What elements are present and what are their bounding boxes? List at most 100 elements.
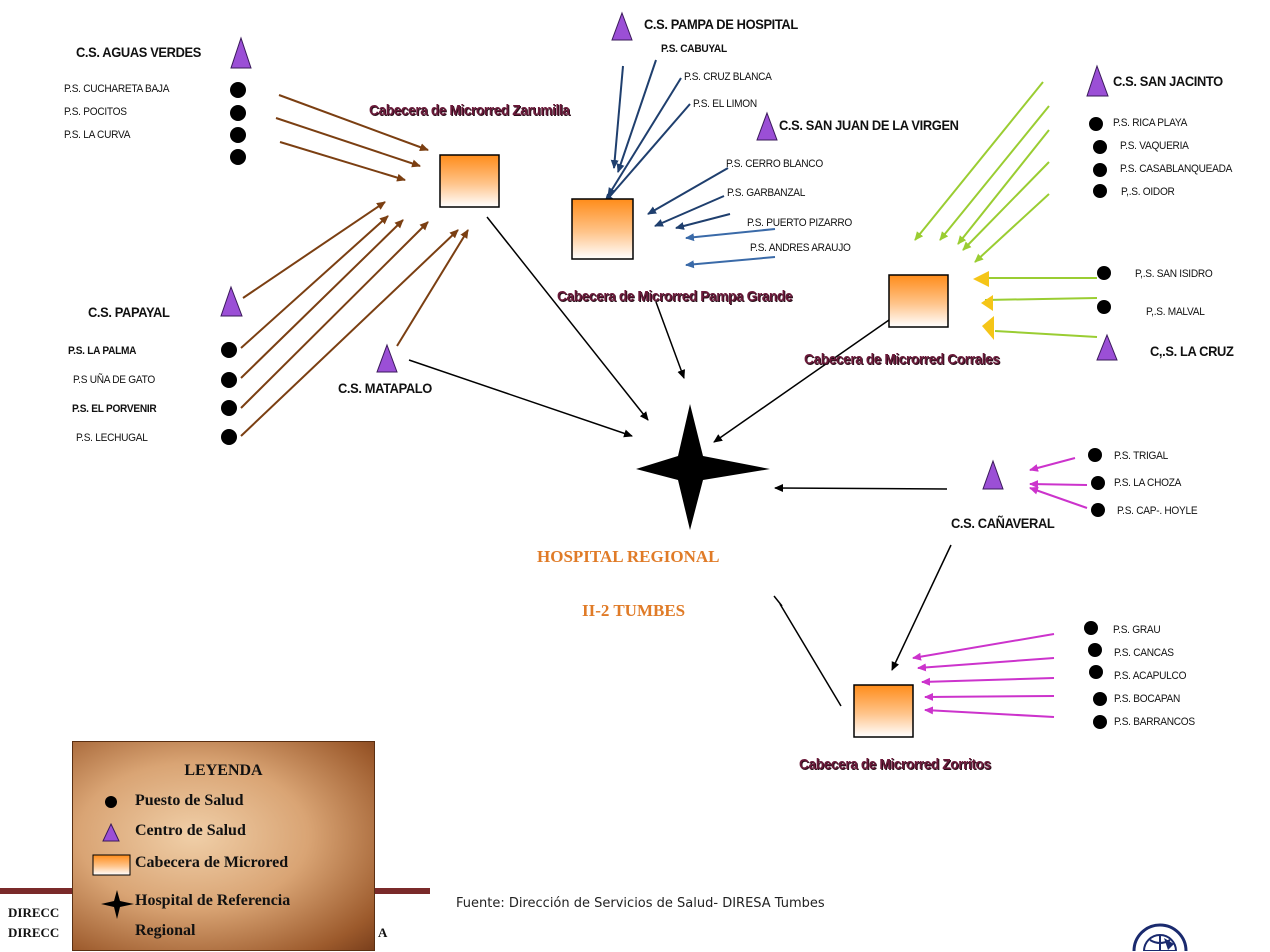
legend-star-icon <box>101 890 134 919</box>
zarumilla-arrows <box>240 94 469 437</box>
legend-centro: Centro de Salud <box>135 822 246 839</box>
cabecera-corrales-box <box>888 274 949 328</box>
hospital-arrows <box>408 216 952 707</box>
dot-icon <box>1093 140 1107 154</box>
ps-el-limon-label: P.S. EL LIMON <box>693 98 757 110</box>
dot-icon <box>1089 665 1103 679</box>
dot-icon <box>1091 503 1105 517</box>
cabecera-zarumilla-box <box>439 154 500 208</box>
dot-icon <box>1088 448 1102 462</box>
ps-cabuyal-label: P.S. CABUYAL <box>661 43 727 55</box>
cs-canaveral-label: C.S. CAÑAVERAL <box>951 515 1055 531</box>
ps-oidor-label: P,.S. OIDOR <box>1121 186 1175 198</box>
cabecera-zorritos-box <box>853 684 914 738</box>
triangles <box>220 11 1118 490</box>
dot-icon <box>230 127 246 143</box>
triangle-icon <box>220 285 243 317</box>
pampa-blue-arrows <box>685 228 776 269</box>
ps-cerro-blanco-label: P.S. CERRO BLANCO <box>726 158 823 170</box>
cabecera-pampa-box <box>571 198 634 260</box>
ps-cuchareta-baja-label: P.S. CUCHARETA BAJA <box>64 83 170 95</box>
ps-la-curva-label: P.S. LA CURVA <box>64 129 131 141</box>
cabecera-corrales-title: Cabecera de Microrred Corrales <box>804 351 1000 368</box>
ps-acapulco-label: P.S. ACAPULCO <box>1114 670 1187 682</box>
legend: LEYENDA Puesto de Salud Centro de Salud … <box>72 741 375 951</box>
hospital-title-line2: II-2 TUMBES <box>582 601 686 620</box>
corrales-green-arrows <box>914 81 1098 338</box>
triangle-icon <box>756 111 778 141</box>
ps-vaqueria-label: P.S. VAQUERIA <box>1120 140 1189 152</box>
footer-bar-left <box>0 888 78 894</box>
dot-icon <box>1097 300 1111 314</box>
hospital-star-icon <box>636 404 770 530</box>
ps-grau-label: P.S. GRAU <box>1113 624 1161 636</box>
ps-cancas-label: P.S. CANCAS <box>1114 647 1174 659</box>
dot-icon <box>1091 476 1105 490</box>
cs-la-cruz-label: C,.S. LA CRUZ <box>1150 343 1234 359</box>
ps-casablanqueada-label: P.S. CASABLANQUEADA <box>1120 163 1233 175</box>
ps-puerto-pizarro-label: P.S. PUERTO PIZARRO <box>747 217 852 229</box>
ps-malval-label: P,.S. MALVAL <box>1146 306 1205 318</box>
dot-icon <box>230 149 246 165</box>
dots <box>221 82 1111 729</box>
footer-bar-right <box>374 888 430 894</box>
legend-title: LEYENDA <box>184 762 263 779</box>
seal-logo <box>1132 923 1188 951</box>
triangle-icon <box>230 36 252 69</box>
source-note: Fuente: Dirección de Servicios de Salud-… <box>456 896 825 911</box>
footer-line2-tail: A <box>378 925 388 940</box>
ps-garbanzal-label: P.S. GARBANZAL <box>727 187 806 199</box>
dot-icon <box>1093 715 1107 729</box>
legend-puesto: Puesto de Salud <box>135 792 244 809</box>
corrales-yellow-arrowheads <box>973 271 994 340</box>
dot-icon <box>1097 266 1111 280</box>
cabecera-pampa-title: Cabecera de Microrred Pampa Grande <box>557 288 793 305</box>
dot-icon <box>1093 184 1107 198</box>
dot-icon <box>1093 163 1107 177</box>
ps-cruz-blanca-label: P.S. CRUZ BLANCA <box>684 71 772 83</box>
dot-icon <box>221 372 237 388</box>
footer-line1: DIRECC <box>8 905 60 920</box>
ps-cap-hoyle-label: P.S. CAP-. HOYLE <box>1117 505 1198 517</box>
dot-icon <box>1093 692 1107 706</box>
cabecera-zarumilla-title: Cabecera de Microrred Zarumilla <box>369 102 570 119</box>
ps-pocitos-label: P.S. POCITOS <box>64 106 127 118</box>
cs-papayal-label: C.S. PAPAYAL <box>88 304 170 320</box>
ps-la-palma-label: P.S. LA PALMA <box>68 345 137 357</box>
zorritos-arrows <box>912 457 1088 718</box>
dot-icon <box>1084 621 1098 635</box>
triangle-icon <box>982 459 1004 490</box>
cs-aguas-verdes-label: C.S. AGUAS VERDES <box>76 44 201 60</box>
ps-una-de-gato-label: P.S UÑA DE GATO <box>73 374 155 386</box>
dot-icon <box>1089 117 1103 131</box>
cs-pampa-hospital-label: C.S. PAMPA DE HOSPITAL <box>644 16 798 32</box>
legend-dot-icon <box>105 796 117 808</box>
ps-san-isidro-label: P,.S. SAN ISIDRO <box>1135 268 1213 280</box>
footer-line2: DIRECC <box>8 925 60 940</box>
legend-symbols <box>92 796 134 919</box>
ps-lechugal-label: P.S. LECHUGAL <box>76 432 148 444</box>
hospital-title-line1: HOSPITAL REGIONAL <box>537 547 720 566</box>
dot-icon <box>230 105 246 121</box>
ps-rica-playa-label: P.S. RICA PLAYA <box>1113 117 1188 129</box>
ps-el-porvenir-label: P.S. EL PORVENIR <box>72 403 157 415</box>
ps-bocapan-label: P.S. BOCAPAN <box>1114 693 1181 705</box>
triangle-icon <box>611 11 633 41</box>
legend-cabecera-icon <box>92 854 131 876</box>
legend-triangle-icon <box>102 822 120 842</box>
cs-matapalo-label: C.S. MATAPALO <box>338 380 432 396</box>
legend-cabecera: Cabecera de Microred <box>135 854 289 871</box>
dot-icon <box>1088 643 1102 657</box>
ps-barrancos-label: P.S. BARRANCOS <box>1114 716 1195 728</box>
dot-icon <box>230 82 246 98</box>
cs-san-jacinto-label: C.S. SAN JACINTO <box>1113 73 1223 89</box>
ps-trigal-label: P.S. TRIGAL <box>1114 450 1168 462</box>
legend-hospital-cont: Regional <box>135 922 196 939</box>
dot-icon <box>221 342 237 358</box>
legend-hospital: Hospital de Referencia <box>135 892 291 909</box>
dot-icon <box>221 429 237 445</box>
triangle-icon <box>1096 333 1118 361</box>
cabecera-zorritos-title: Cabecera de Microrred Zorritos <box>799 756 991 773</box>
triangle-icon <box>376 343 398 373</box>
